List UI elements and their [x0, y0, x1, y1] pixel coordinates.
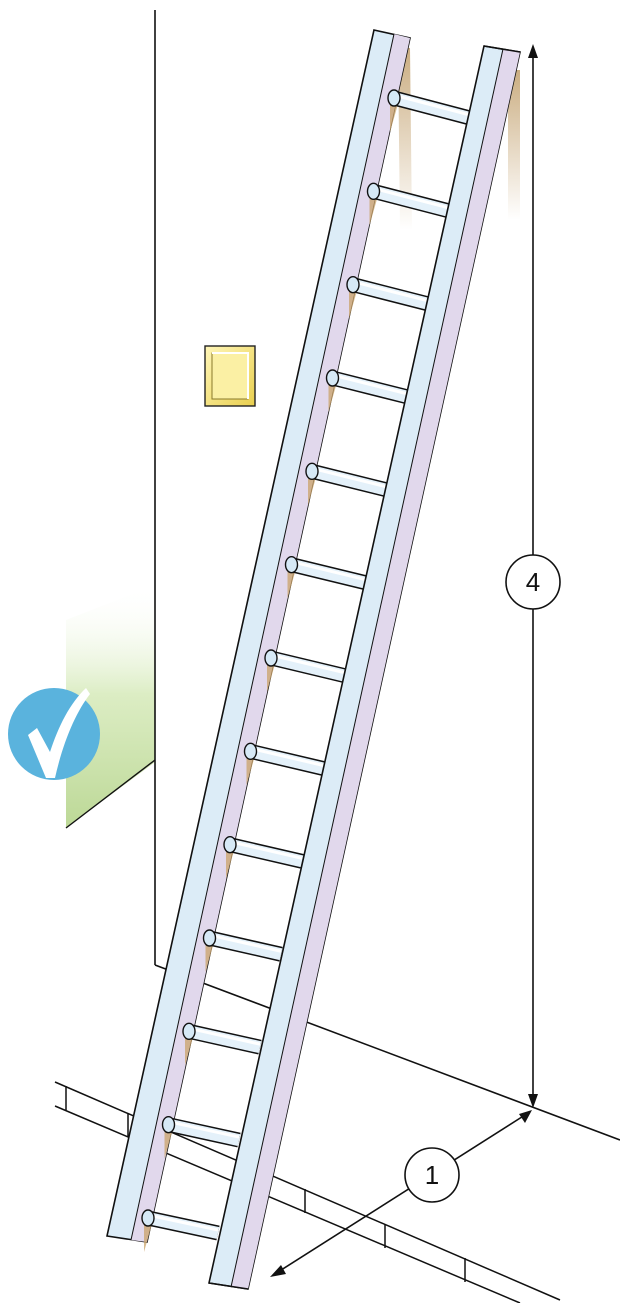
- ladder-rung: [204, 930, 282, 972]
- ladder-rung: [327, 370, 408, 412]
- ladder-rung: [163, 1117, 240, 1159]
- floor-wall-junction: [155, 965, 620, 1140]
- ladder-rung: [245, 743, 324, 785]
- ladder-rungs: [142, 90, 470, 1252]
- ladder-right-rail-shadow-face: [231, 49, 520, 1289]
- ladder: [107, 30, 520, 1289]
- ladder-rung: [265, 650, 344, 692]
- base-ratio-callout: 1: [405, 1148, 459, 1202]
- ladder-rung: [286, 557, 366, 599]
- ladder-rung: [142, 1210, 218, 1252]
- height-ratio-label: 4: [526, 567, 540, 597]
- ladder-rung: [224, 837, 302, 879]
- check-icon: [8, 688, 100, 780]
- base-ratio-label: 1: [425, 1160, 439, 1190]
- ladder-rung: [347, 277, 428, 319]
- light-switch-plate: [205, 346, 255, 406]
- ladder-rung: [183, 1023, 260, 1065]
- ladder-rung: [306, 463, 386, 505]
- height-ratio-callout: 4: [506, 555, 560, 609]
